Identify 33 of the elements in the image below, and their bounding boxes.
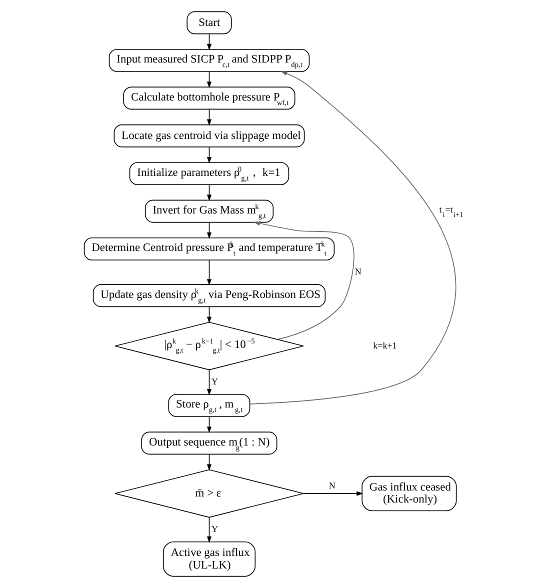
arrow [206,517,212,543]
arrow [206,306,212,324]
node-box: Start [186,11,232,34]
arrow [206,184,212,202]
label: k=k+1 [373,340,397,350]
node-box: Gas influx ceased (Kick-only) [362,476,457,512]
arrow [249,71,456,404]
node-box: Input measured SICP P$_{c,t}$ and SIDPP P$_{dp,t}$ [108,49,310,72]
arrow [206,222,212,239]
node-box: Initialize parameters ρ$^{0}$$_{g,t}$， k=1 [129,162,290,186]
arrow [206,260,212,286]
node-box: Locate gas centroid via slippage model [114,124,305,148]
node-box: Calculate bottomhole pressure P$_{wf,t}$ [123,86,296,110]
arrow [206,72,212,88]
arrow [206,109,212,126]
arrow [206,34,212,50]
node-diamond: |ρ$^{k}$$_{g,t}$ − ρ$^{k−1}$$_{g,t}$| < 10$^{−5}$ [114,322,304,370]
node-box: Store ρ$_{g,t}$ , m$_{g,t}$ [168,394,250,417]
node-box: Output sequence m$_{g}$(1 : N) [141,432,278,455]
arrow [206,416,212,434]
edge-label: N [354,266,362,277]
edge-label: Y [211,524,218,534]
arrow [206,146,212,164]
edge-label: N [328,480,336,490]
edge-label: t$_{i}$=t$_{i+1}$ [439,204,464,220]
node-box: Active gas influx (UL-LK) [162,541,256,577]
arrow [303,491,364,496]
arrow [253,221,354,340]
node-box: Update gas density ρ$^{k}$$_{g,t}$ via Peng-Robinson EOS [92,284,326,308]
node-diamond: m̄ > ε [114,469,304,518]
edge-label: Y [211,376,218,386]
arrow [206,370,212,396]
arrow [206,454,212,471]
